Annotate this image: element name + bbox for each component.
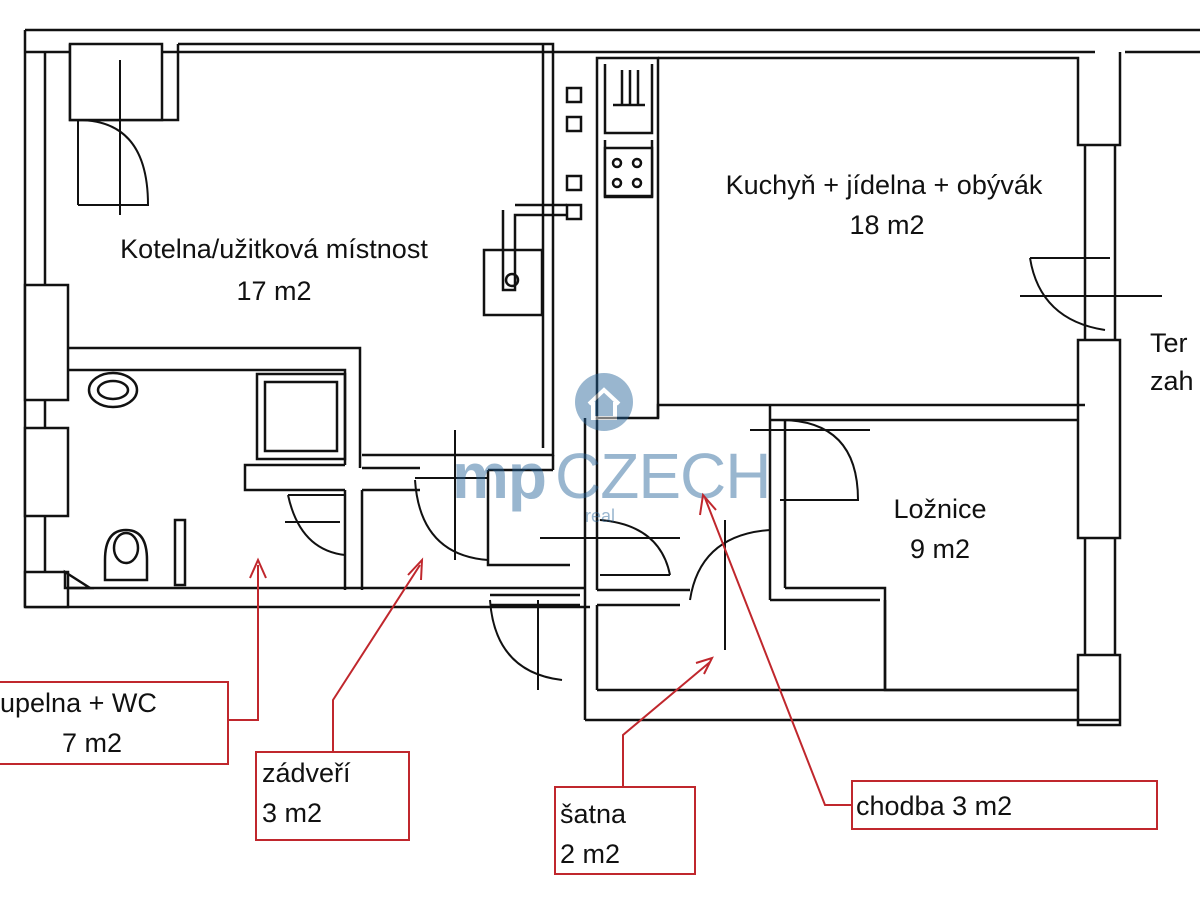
watermark-brand-a: mp — [452, 440, 546, 512]
callout-zadveri-line2: 3 m2 — [262, 798, 322, 828]
room-name-kuchyn: Kuchyň + jídelna + obývák — [726, 170, 1043, 200]
watermark-brand-b: CZECH — [555, 440, 770, 512]
callout-zadveri-line1: zádveří — [262, 758, 351, 788]
room-name-terasa-line1: Ter — [1150, 328, 1188, 358]
room-area-kotelna: 17 m2 — [236, 276, 311, 306]
watermark: mp CZECH real — [452, 373, 771, 526]
room-area-kuchyn: 18 m2 — [849, 210, 924, 240]
callout-chodba: chodba 3 m2 — [851, 780, 1158, 830]
doors — [77, 60, 1162, 690]
callout-zadveri: zádveří 3 m2 — [255, 751, 410, 841]
callout-koupelna-line1: upelna + WC — [0, 688, 157, 718]
callout-chodba-line1: chodba 3 m2 — [856, 791, 1012, 821]
callout-koupelna-line2: 7 m2 — [62, 728, 122, 758]
callout-koupelna: upelna + WC 7 m2 — [0, 681, 229, 765]
watermark-house-icon — [575, 373, 633, 431]
room-name-loznice: Ložnice — [893, 494, 986, 524]
walls — [23, 28, 1200, 727]
room-name-terasa-line2: zah — [1150, 366, 1194, 396]
callout-leaders — [228, 492, 852, 806]
callout-satna-line2: 2 m2 — [560, 839, 620, 869]
callout-satna: šatna 2 m2 — [554, 786, 696, 875]
fixtures — [63, 70, 645, 590]
room-area-loznice: 9 m2 — [910, 534, 970, 564]
watermark-sub: real — [585, 506, 615, 526]
callout-satna-line1: šatna — [560, 799, 627, 829]
room-name-kotelna: Kotelna/užitková místnost — [120, 234, 428, 264]
